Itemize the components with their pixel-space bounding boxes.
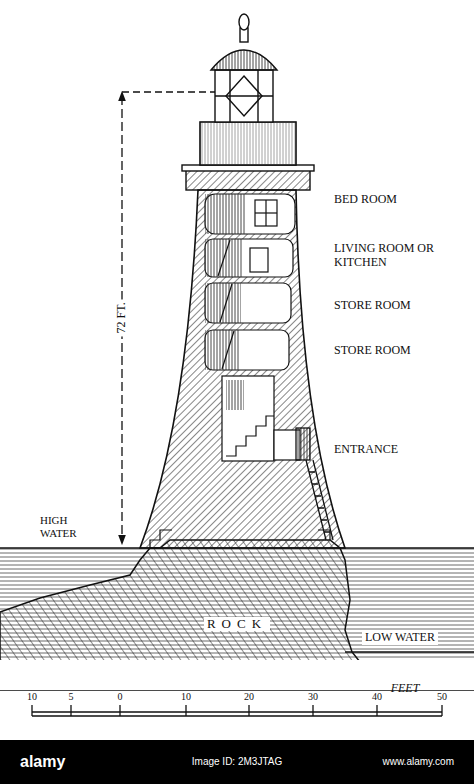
entrance-label: ENTRANCE [334, 443, 398, 457]
tower-interior [205, 194, 300, 461]
scale-number: 10 [27, 691, 37, 703]
scale-number: 10 [181, 691, 191, 703]
scale-number: 30 [308, 691, 318, 703]
rock [0, 540, 474, 690]
lantern [182, 14, 314, 190]
entrance-ladder [296, 428, 333, 540]
water-level-label: LOW WATER [362, 631, 438, 645]
room-label: STORE ROOM [334, 344, 411, 358]
scale-number: 20 [244, 691, 254, 703]
scale-bar [32, 705, 442, 716]
height-dimension [122, 92, 215, 540]
scale-number: 5 [69, 691, 74, 703]
room-label: BED ROOM [334, 193, 397, 207]
watermark: alamy [20, 753, 65, 771]
scale-number: 0 [118, 691, 123, 703]
scale-number: 40 [372, 691, 382, 703]
watermark: Image ID: 2M3JTAG [192, 756, 282, 768]
watermark: www.alamy.com [383, 756, 455, 768]
room-label: STORE ROOM [334, 299, 411, 313]
water-level-label: HIGH WATER [40, 514, 84, 539]
footer-bar [0, 740, 474, 784]
tower [140, 190, 345, 548]
scale-number: 50 [437, 691, 447, 703]
rock-label: ROCK [204, 617, 270, 632]
scale-unit: FEET [391, 682, 420, 696]
dimension-label: 72 FT. [115, 299, 129, 336]
room-label: LIVING ROOM OR KITCHEN [334, 242, 434, 270]
